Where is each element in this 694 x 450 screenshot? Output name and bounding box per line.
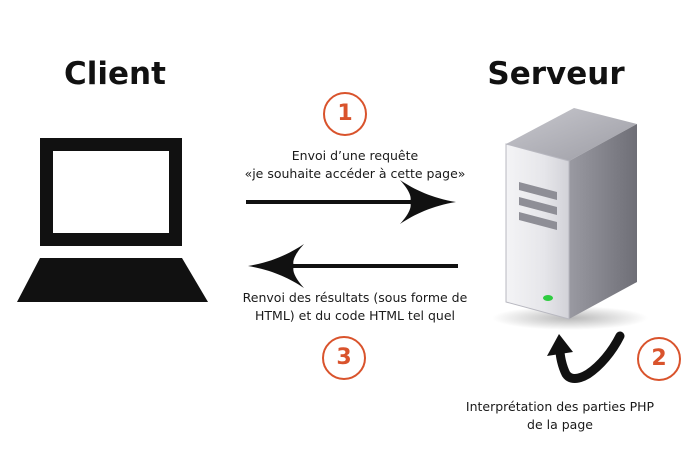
response-arrow bbox=[248, 244, 458, 288]
step-badge-3: 3 bbox=[322, 336, 366, 380]
interpretation-caption: Interprétation des parties PHP de la pag… bbox=[448, 398, 672, 434]
step-badge-2: 2 bbox=[637, 337, 681, 381]
request-arrow bbox=[246, 180, 456, 224]
server-heading: Serveur bbox=[487, 56, 625, 92]
request-caption-line-2: «je souhaite accéder à cette page» bbox=[244, 166, 466, 181]
client-heading: Client bbox=[64, 56, 166, 92]
step-badge-1: 1 bbox=[323, 92, 367, 136]
interpretation-caption-line-1: Interprétation des parties PHP bbox=[465, 399, 655, 414]
laptop-icon bbox=[17, 138, 208, 302]
curved-loop-arrow-icon bbox=[547, 331, 625, 383]
interpretation-caption-line-2: de la page bbox=[527, 417, 593, 432]
response-caption-line-2: HTML) et du code HTML tel quel bbox=[255, 308, 455, 323]
response-caption-line-1: Renvoi des résultats (sous forme de bbox=[242, 290, 468, 305]
server-led-indicator bbox=[543, 295, 553, 301]
server-tower-icon bbox=[492, 108, 648, 330]
request-caption: Envoi d’une requête «je souhaite accéder… bbox=[218, 147, 492, 183]
request-caption-line-1: Envoi d’une requête bbox=[291, 148, 419, 163]
response-caption: Renvoi des résultats (sous forme de HTML… bbox=[218, 289, 492, 325]
